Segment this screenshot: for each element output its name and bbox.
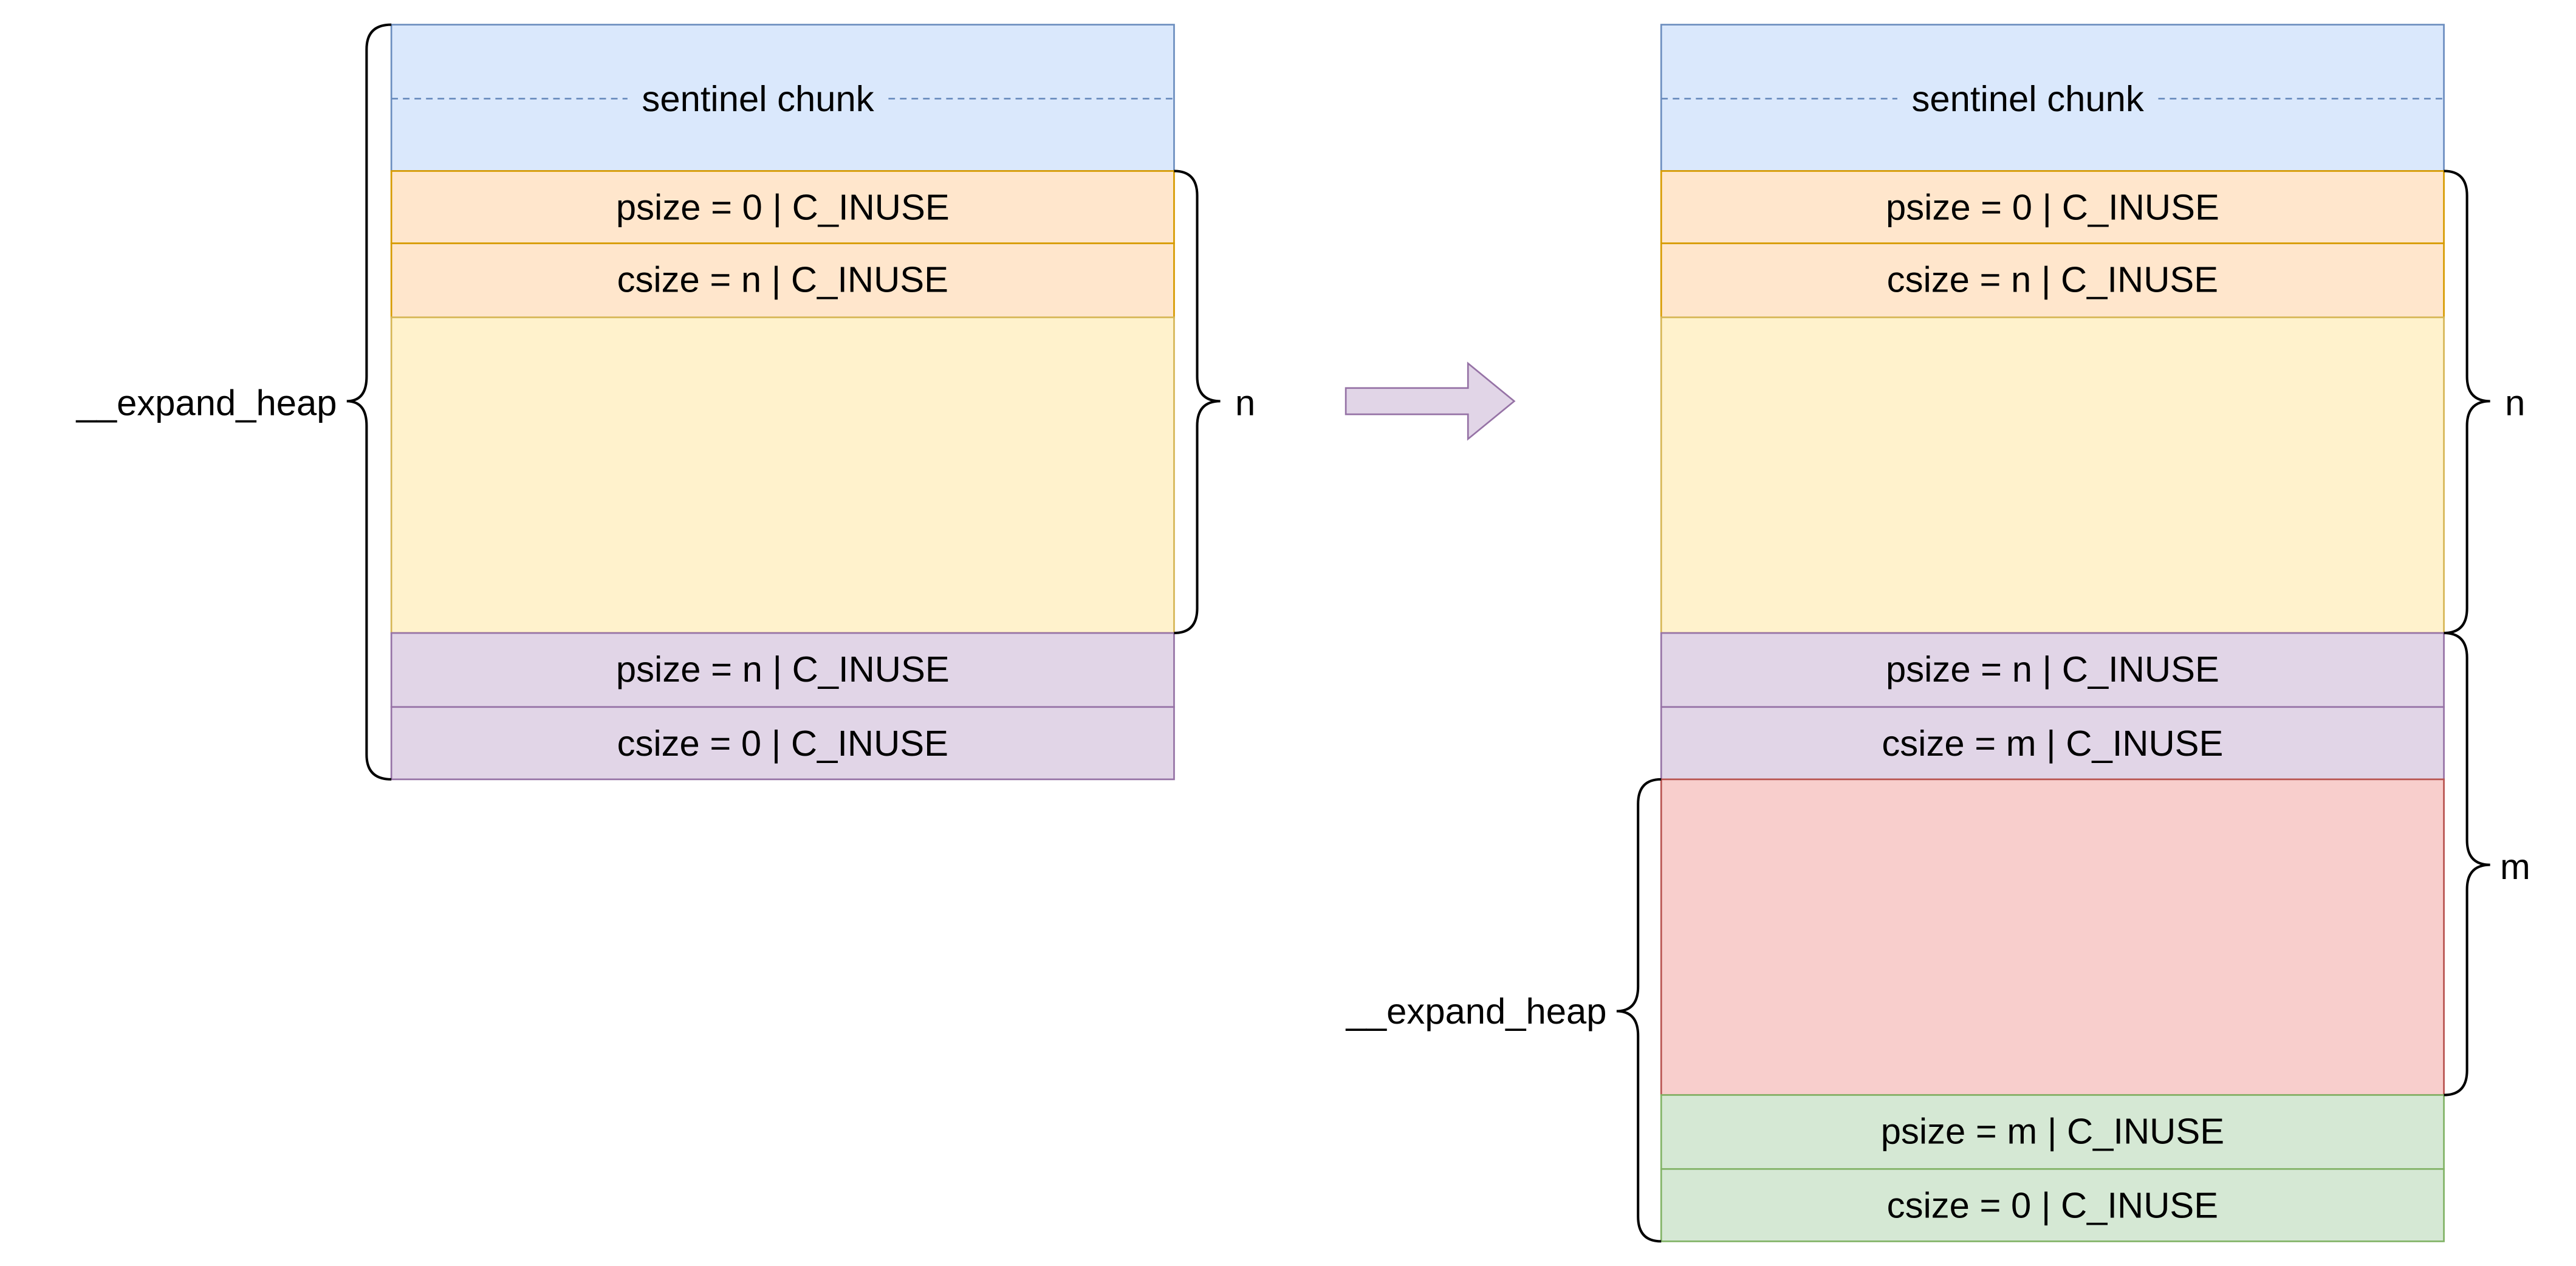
left-n-label: n: [1235, 383, 1255, 423]
left-sentinel-label-bg: [627, 75, 889, 122]
right-header-csize-box: [1660, 242, 2445, 318]
right-header-psize-label: psize = 0 | C_INUSE: [1886, 187, 2219, 228]
left-footer-csize-label: csize = 0 | C_INUSE: [617, 723, 948, 764]
left-header-psize-box: [390, 170, 1175, 244]
right-expand-heap-label: __expand_heap: [1346, 991, 1607, 1032]
right-mid-csize-label: csize = m | C_INUSE: [1882, 723, 2223, 764]
right-n-brace: [2444, 169, 2490, 635]
right-expanded-region: [1660, 778, 2445, 1096]
right-footer-csize-label: csize = 0 | C_INUSE: [1887, 1185, 2218, 1225]
right-header-psize-box: [1660, 170, 2445, 244]
right-footer-psize-label: psize = m | C_INUSE: [1881, 1111, 2224, 1152]
left-header-csize-label: csize = n | C_INUSE: [617, 259, 948, 300]
right-arrow-icon: [1345, 361, 1516, 441]
left-heap-layout: sentinel chunk psize = 0 | C_INUSE csize…: [76, 23, 1255, 781]
left-footer-csize-box: [390, 706, 1175, 781]
right-footer-psize-box: [1660, 1094, 2445, 1170]
right-sentinel-label-bg: [1897, 75, 2159, 122]
left-n-brace: [1174, 169, 1221, 635]
right-chunk-body: [1660, 316, 2445, 634]
right-mid-psize-box: [1660, 632, 2445, 708]
right-expand-heap-brace: [1616, 778, 1662, 1243]
left-footer-psize-label: psize = n | C_INUSE: [616, 649, 950, 689]
left-expand-heap-brace: [346, 23, 392, 781]
right-header-csize-label: csize = n | C_INUSE: [1887, 259, 2218, 300]
left-footer-psize-box: [390, 632, 1175, 708]
right-m-brace: [2444, 631, 2490, 1097]
right-n-label: n: [2505, 383, 2525, 423]
left-expand-heap-label: __expand_heap: [76, 383, 337, 423]
left-header-psize-label: psize = 0 | C_INUSE: [616, 187, 950, 228]
left-sentinel-label: sentinel chunk: [642, 78, 874, 119]
right-footer-csize-box: [1660, 1168, 2445, 1242]
right-mid-psize-label: psize = n | C_INUSE: [1886, 649, 2219, 689]
left-header-csize-box: [390, 242, 1175, 318]
right-m-label: m: [2500, 846, 2530, 887]
right-sentinel-label: sentinel chunk: [1912, 78, 2144, 119]
left-chunk-body: [390, 316, 1175, 634]
right-heap-layout: sentinel chunk psize = 0 | C_INUSE csize…: [1346, 24, 2530, 1243]
